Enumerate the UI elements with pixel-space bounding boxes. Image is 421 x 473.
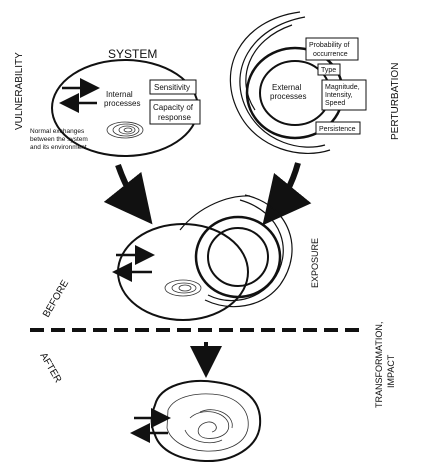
sensitivity-label: Sensitivity [154, 83, 190, 92]
transformed-system-inner [166, 393, 249, 452]
magnitude-label-3: Speed [325, 100, 345, 107]
before-label: BEFORE [41, 278, 71, 319]
perturbation-swirls [229, 11, 331, 154]
persistence-box [315, 121, 361, 135]
probability-label-1: Probability of [309, 42, 350, 49]
type-box [317, 63, 341, 76]
magnitude-box [321, 79, 367, 111]
persistence-label: Persistence [319, 126, 356, 133]
type-label: Type [321, 67, 336, 74]
exposed-system-spiral [164, 279, 202, 297]
normal-exchanges-3: and its environment [30, 144, 87, 151]
external-processes-label-2: processes [270, 92, 306, 101]
magnitude-label-1: Magnitude, [325, 84, 360, 91]
magnitude-label-2: Intensity, [325, 92, 353, 99]
capacity-label-1: Capacity of [153, 103, 194, 112]
exposure-swirls [179, 194, 293, 308]
curved-arrow-left [103, 164, 153, 225]
transformation-label-1: TRANSFORMATION, [374, 322, 384, 408]
system-title: SYSTEM [108, 47, 157, 61]
after-label: AFTER [37, 351, 63, 385]
capacity-label-2: response [158, 113, 191, 122]
normal-exchanges-2: between the system [30, 136, 88, 143]
sensitivity-box [149, 79, 197, 95]
vulnerability-label: VULNERABILITY [14, 52, 25, 130]
probability-box [305, 37, 359, 61]
probability-label-2: occurrence [313, 51, 348, 58]
external-processes-label-1: External [272, 83, 302, 92]
transformed-scribble [184, 409, 233, 444]
system-spiral [106, 121, 144, 139]
exposure-circle-inner [207, 227, 269, 287]
normal-exchanges-1: Normal exchanges [30, 128, 85, 135]
curved-arrow-right [262, 162, 312, 226]
transformed-system-outline [150, 379, 262, 463]
exposure-label: EXPOSURE [310, 238, 320, 288]
exposure-circle-outer [194, 215, 282, 299]
internal-processes-label-1: Internal [106, 90, 133, 99]
capacity-box [149, 99, 201, 125]
internal-processes-label-2: processes [104, 99, 140, 108]
transformation-label-2: IMPACT [386, 354, 396, 388]
perturbation-label: PERTURBATION [390, 63, 401, 140]
